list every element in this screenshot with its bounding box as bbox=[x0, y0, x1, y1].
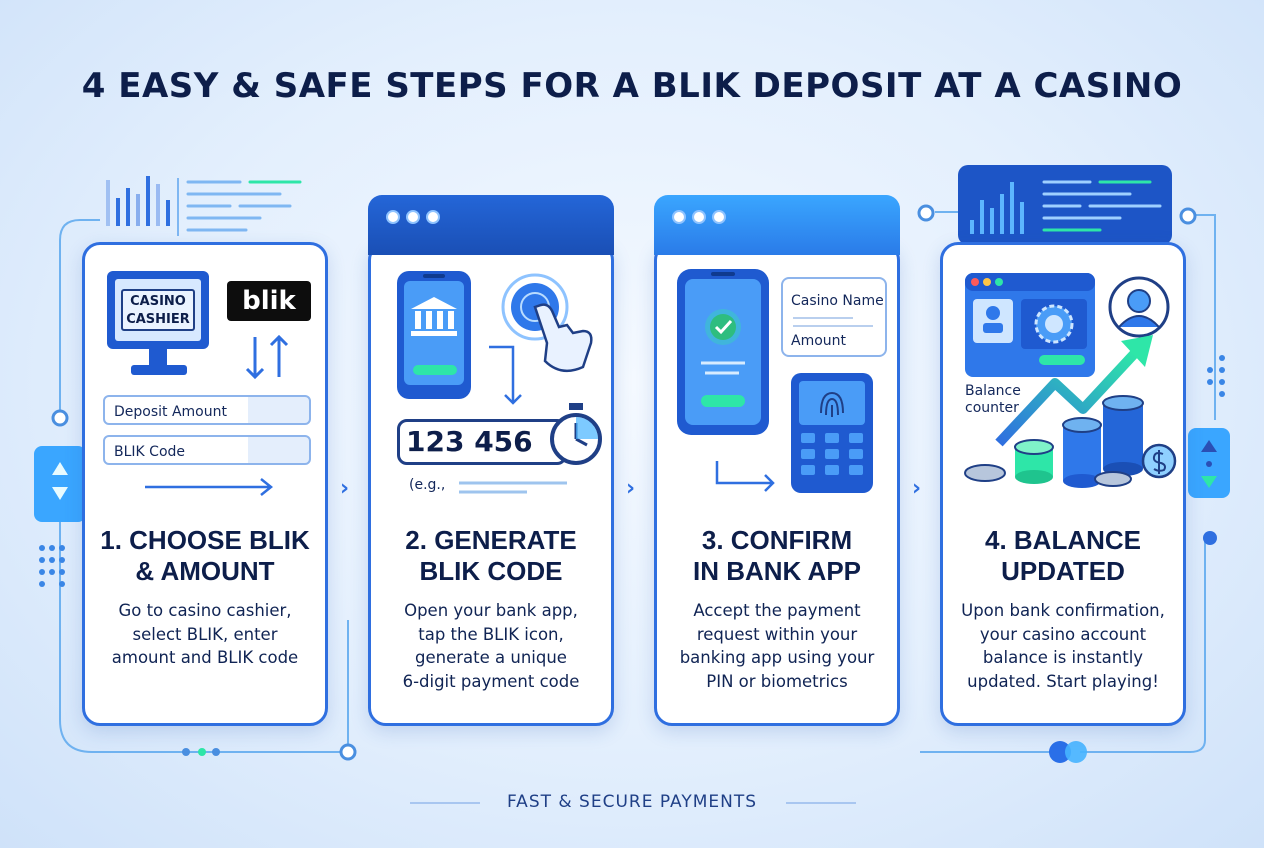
step-3-desc-line: banking app using your bbox=[679, 648, 875, 667]
arrow-right-icon bbox=[715, 461, 775, 492]
step-4-desc-line: updated. Start playing! bbox=[967, 671, 1159, 691]
blik-logo: blik bbox=[227, 281, 311, 321]
step-4-desc-line: Upon bank confirmation, bbox=[961, 601, 1165, 620]
chevron-right-icon: › bbox=[912, 476, 922, 501]
step-3-desc-line: request within your bbox=[696, 624, 858, 644]
placeholder-lines bbox=[459, 481, 567, 494]
step-1-title: 1. CHOOSE BLIK & AMOUNT bbox=[85, 525, 325, 587]
blik-code-label: BLIK Code bbox=[114, 444, 186, 460]
amount-label: Amount bbox=[791, 333, 847, 349]
step-1-description: Go to casino cashier, select BLIK, enter… bbox=[85, 599, 325, 670]
bubble-divider bbox=[793, 317, 853, 319]
screen-label-line1: CASINO bbox=[130, 294, 186, 309]
step-4-desc-line: your casino account bbox=[979, 624, 1147, 644]
window-dot-icon bbox=[672, 210, 686, 224]
step-4-desc-line: balance is instantly bbox=[982, 648, 1144, 667]
step-3-desc-line: PIN or biometrics bbox=[706, 671, 848, 691]
down-arrow-icon bbox=[489, 345, 522, 405]
footer-divider-right bbox=[786, 802, 856, 804]
window-dot-icon bbox=[426, 210, 440, 224]
fingerprint-icon bbox=[820, 391, 844, 417]
chevron-right-icon: › bbox=[340, 476, 350, 501]
example-label: (e.g., bbox=[409, 477, 446, 493]
step-2-desc-line: tap the BLIK icon, bbox=[418, 624, 564, 644]
casino-cashier-label: CASINO CASHIER bbox=[121, 289, 195, 331]
step-2-desc-line: 6-digit payment code bbox=[402, 671, 580, 691]
trend-arrow-icon bbox=[995, 335, 1153, 447]
casino-window-icon bbox=[965, 273, 1095, 377]
payment-request-bubble: Casino Name Amount bbox=[781, 277, 887, 357]
page-title: 4 EASY & SAFE STEPS FOR A BLIK DEPOSIT A… bbox=[81, 66, 1183, 106]
step-3-title: 3. CONFIRM IN BANK APP bbox=[657, 525, 897, 587]
stopwatch-icon bbox=[550, 403, 602, 465]
code-value: 123 456 bbox=[406, 425, 533, 458]
step-2-title-line1: 2. GENERATE bbox=[405, 525, 577, 555]
step-2-desc-line: generate a unique bbox=[415, 648, 567, 667]
step-card-4: Balance counter 4. BALANCE UPDATED Upon … bbox=[940, 242, 1186, 726]
step-1-desc-line: Go to casino cashier, bbox=[118, 601, 292, 620]
step-1-title-line1: 1. CHOOSE BLIK bbox=[100, 525, 310, 555]
window-dot-icon bbox=[692, 210, 706, 224]
phone-icon bbox=[677, 269, 769, 435]
window-dot-icon bbox=[712, 210, 726, 224]
bank-icon bbox=[411, 297, 457, 336]
deposit-amount-field[interactable]: Deposit Amount bbox=[103, 395, 311, 425]
window-dot-icon bbox=[406, 210, 420, 224]
step-2-desc-line: Open your bank app, bbox=[404, 601, 578, 620]
window-header bbox=[654, 195, 900, 255]
step-card-1: CASINO CASHIER blik Deposit Amount BLIK … bbox=[82, 242, 328, 726]
step-1-desc-line: amount and BLIK code bbox=[111, 648, 299, 667]
step-1-desc-line: select BLIK, enter bbox=[132, 624, 278, 644]
window-header bbox=[368, 195, 614, 255]
balance-counter-label: Balance counter bbox=[965, 383, 1021, 417]
tap-hand-icon bbox=[501, 273, 593, 373]
deposit-amount-label: Deposit Amount bbox=[114, 404, 227, 420]
coin-stack-icon bbox=[964, 395, 1177, 488]
balance-label-line2: counter bbox=[965, 400, 1019, 416]
step-2-title-line2: BLIK CODE bbox=[419, 556, 563, 586]
step-4-title-line1: 4. BALANCE bbox=[984, 525, 1141, 555]
step-3-desc-line: Accept the payment bbox=[693, 601, 861, 620]
checkmark-icon bbox=[714, 319, 733, 335]
step-4-title: 4. BALANCE UPDATED bbox=[943, 525, 1183, 587]
step-card-3: Casino Name Amount 3. CONFIRM IN BANK AP… bbox=[654, 195, 900, 726]
blik-logo-text: blik bbox=[242, 286, 296, 316]
footer-tagline: FAST & SECURE PAYMENTS bbox=[506, 792, 758, 812]
balance-label-line1: Balance bbox=[965, 383, 1021, 399]
step-3-title-line2: IN BANK APP bbox=[692, 556, 862, 586]
step-2-title: 2. GENERATE BLIK CODE bbox=[371, 525, 611, 587]
step-4-title-line2: UPDATED bbox=[1001, 556, 1125, 586]
arrow-right-icon bbox=[145, 478, 274, 496]
screen-label-line2: CASHIER bbox=[126, 312, 190, 327]
chevron-right-icon: › bbox=[626, 476, 636, 501]
window-dot-icon bbox=[386, 210, 400, 224]
blik-code-display: 123 456 bbox=[397, 419, 567, 465]
casino-name-label: Casino Name bbox=[791, 293, 884, 309]
bubble-divider bbox=[793, 325, 873, 327]
user-avatar-icon bbox=[1108, 276, 1170, 338]
step-4-description: Upon bank confirmation, your casino acco… bbox=[943, 599, 1183, 693]
swap-arrows-icon bbox=[245, 334, 289, 380]
keypad-icon bbox=[791, 373, 873, 493]
blik-code-field[interactable]: BLIK Code bbox=[103, 435, 311, 465]
step-2-description: Open your bank app, tap the BLIK icon, g… bbox=[371, 599, 611, 693]
step-card-2: 123 456 (e.g., 2. GENERATE BLIK CODE Ope… bbox=[368, 195, 614, 726]
step-3-description: Accept the payment request within your b… bbox=[657, 599, 897, 693]
step-3-title-line1: 3. CONFIRM bbox=[701, 525, 853, 555]
step-1-title-line2: & AMOUNT bbox=[135, 556, 275, 586]
footer-divider-left bbox=[410, 802, 480, 804]
phone-button bbox=[413, 365, 457, 375]
